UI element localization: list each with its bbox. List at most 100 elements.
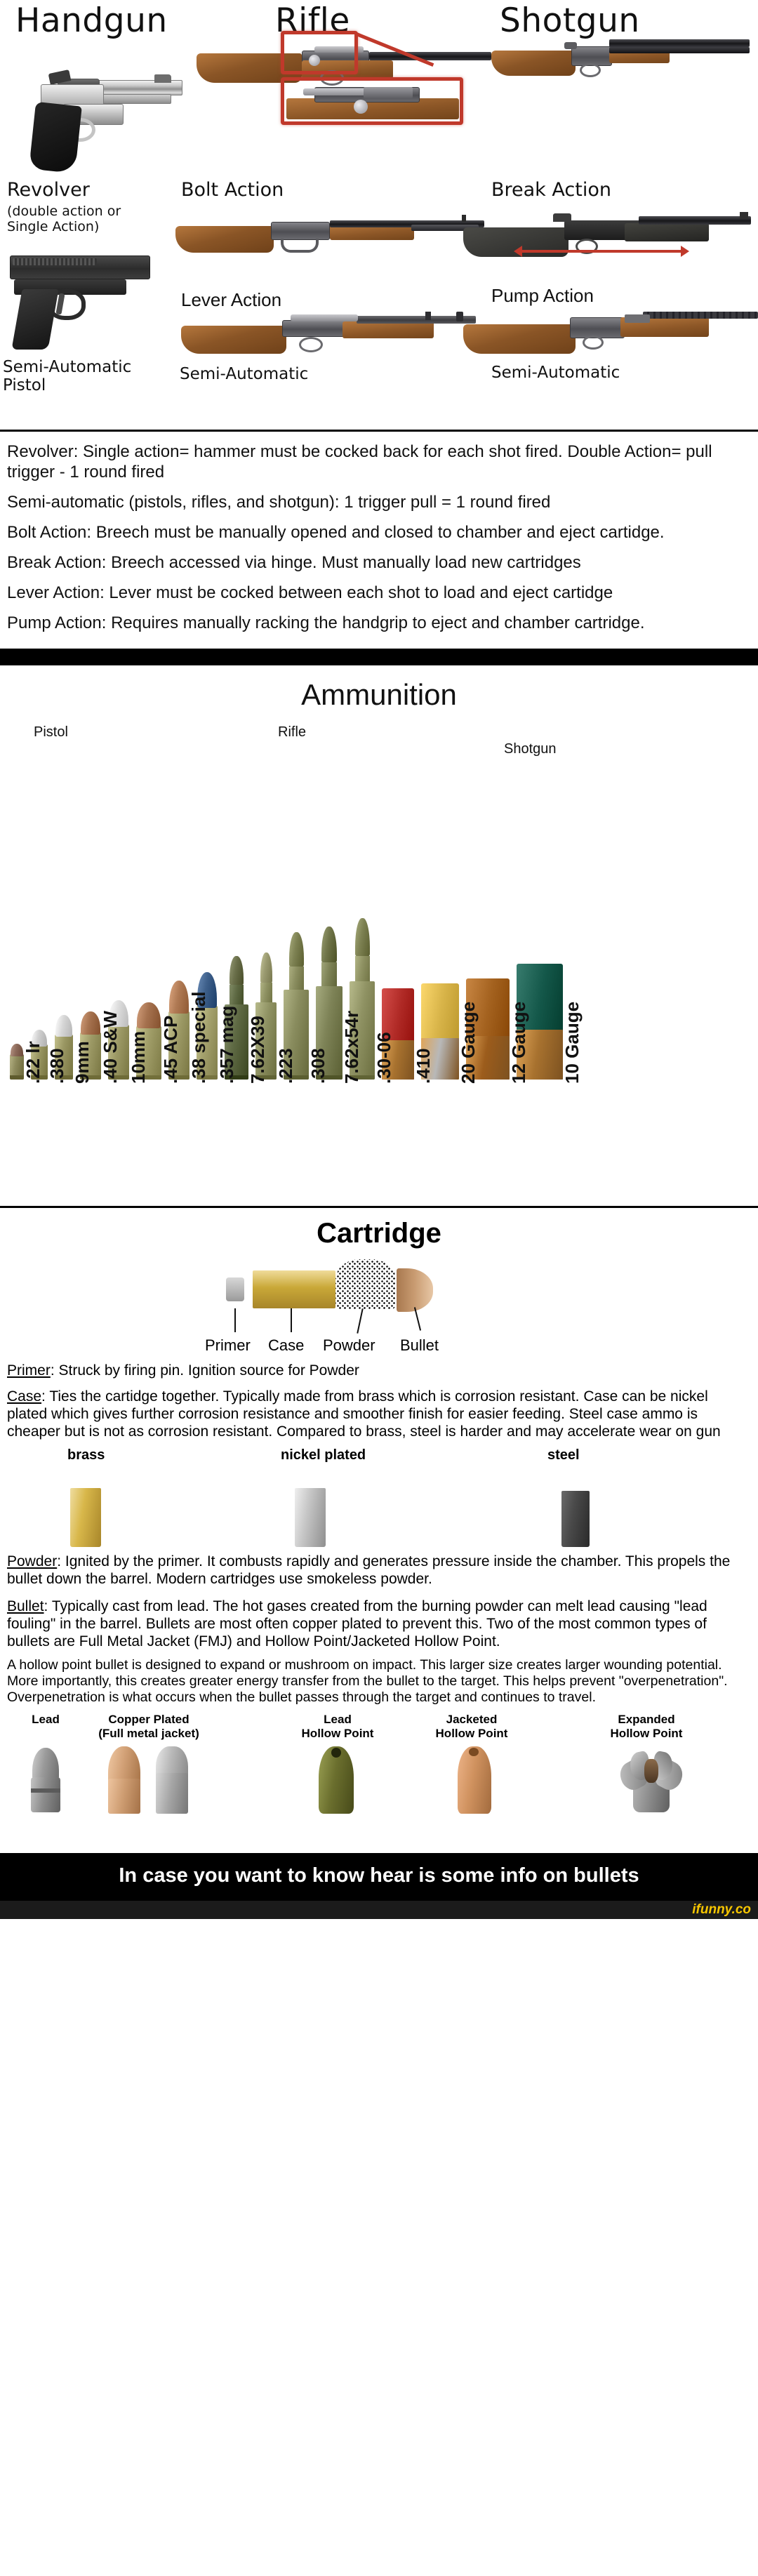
case-body xyxy=(197,1006,218,1080)
ifunny-watermark: ifunny.co xyxy=(692,1902,751,1917)
ammo-caliber-label: 12 Gauge xyxy=(508,1001,529,1084)
ammo-caliber-label: 9mm xyxy=(72,1041,93,1084)
ammunition-rounds xyxy=(0,757,758,1080)
case-rim xyxy=(225,1075,248,1080)
ammo-round xyxy=(108,1000,129,1080)
leader-powder xyxy=(357,1308,364,1334)
bullet-body: : Typically cast from lead. The hot gase… xyxy=(7,1598,707,1649)
bullet-tip xyxy=(260,952,272,983)
case-body xyxy=(316,986,343,1080)
bullet-tip xyxy=(109,1000,128,1027)
bullet-art-expanded-hollow-point xyxy=(615,1746,688,1814)
ammo-group-rifle: Rifle xyxy=(278,724,307,740)
label-pump-action: Pump Action xyxy=(491,285,594,306)
bullet-tip xyxy=(230,956,244,985)
case-rim xyxy=(316,1075,343,1080)
break-action-shotgun-illustration xyxy=(491,35,751,87)
cartridge-diagram: Primer Case Powder Bullet xyxy=(0,1254,758,1359)
ammo-round xyxy=(136,1002,161,1080)
ammo-round xyxy=(382,949,414,1080)
ammo-caliber-label: 7.62X39 xyxy=(247,1016,268,1084)
primer-paragraph: Primer: Struck by firing pin. Ignition s… xyxy=(7,1362,751,1379)
case-sample-label-brass: brass xyxy=(67,1447,105,1463)
case-sample-label-nickel: nickel plated xyxy=(281,1447,366,1463)
case-material-samples: brass nickel plated steel xyxy=(0,1447,758,1553)
case-shoulder xyxy=(230,985,244,1004)
bullet-term: Bullet xyxy=(7,1598,44,1614)
case-body xyxy=(168,1011,190,1080)
ammunition-section: Ammunition Pistol Rifle Shotgun .22 lr.3… xyxy=(0,665,758,1206)
bullet-art-jacketed-hollow-point xyxy=(455,1746,494,1814)
label-revolver: Revolver xyxy=(7,179,90,201)
hollow-point-paragraph: A hollow point bullet is designed to exp… xyxy=(7,1657,728,1705)
action-descriptions: Revolver: Single action= hammer must be … xyxy=(0,432,758,649)
cartridge-part-bullet: Bullet xyxy=(400,1336,439,1354)
case-rim xyxy=(55,1075,73,1080)
ammo-caliber-label: .410 xyxy=(413,1048,434,1084)
desc-pump-action: Pump Action: Requires manually racking t… xyxy=(7,613,645,632)
heading-shotgun: Shotgun xyxy=(500,1,640,40)
bullet-art-lead xyxy=(28,1748,63,1812)
case-body xyxy=(55,1035,73,1080)
case-shoulder xyxy=(321,962,337,986)
bullet-tip xyxy=(321,927,337,962)
ammo-round xyxy=(31,1029,48,1080)
ammo-caliber-label: 20 Gauge xyxy=(458,1001,479,1084)
case-shoulder xyxy=(260,983,272,1002)
case-sample-label-steel: steel xyxy=(547,1447,580,1463)
ammunition-title: Ammunition xyxy=(301,678,457,711)
bullet-art-lead-hollow-point xyxy=(316,1746,357,1814)
shotshell-brass-head xyxy=(466,1036,510,1080)
ammo-caliber-label: .223 xyxy=(275,1048,296,1084)
footer-caption: In case you want to know hear is some in… xyxy=(119,1864,639,1887)
ammo-round xyxy=(10,1043,24,1080)
ammo-round xyxy=(316,927,343,1080)
bullet-tip xyxy=(355,918,370,956)
desc-semi-automatic: Semi-automatic (pistols, rifles, and sho… xyxy=(7,493,551,512)
case-paragraph: Case: Ties the cartidge together. Typica… xyxy=(7,1388,751,1440)
ammo-caliber-label: 10mm xyxy=(128,1030,149,1084)
ammo-group-shotgun: Shotgun xyxy=(504,741,557,757)
bolt-callout-box xyxy=(281,31,358,74)
ammo-caliber-label: .45 ACP xyxy=(160,1015,181,1084)
bullet-tip xyxy=(197,972,217,1008)
bullet-art-copper-plated-alt xyxy=(153,1746,191,1814)
case-body xyxy=(108,1025,129,1080)
case-body xyxy=(80,1033,101,1080)
case-body xyxy=(10,1054,24,1080)
desc-revolver: Revolver: Single action= hammer must be … xyxy=(7,442,712,482)
ammo-round xyxy=(466,935,510,1080)
ammo-caliber-label: .38 special xyxy=(188,991,209,1084)
bullet-tip xyxy=(169,981,189,1014)
bullet-types-row: Lead Copper Plated (Full metal jacket) L… xyxy=(0,1713,758,1853)
case-rim xyxy=(168,1075,190,1080)
cartridge-case-art xyxy=(253,1270,335,1308)
firearm-types-section: Handgun Rifle Shotgun Revolver (double a… xyxy=(0,0,758,430)
case-rim xyxy=(350,1075,375,1080)
label-semi-auto-pistol: Semi-Automatic Pistol xyxy=(3,358,132,394)
cartridge-primer-art xyxy=(226,1277,244,1301)
bolt-action-rifle-illustration xyxy=(197,34,491,90)
label-semi-auto-rifle: Semi-Automatic xyxy=(180,365,309,383)
powder-body: : Ignited by the primer. It combusts rap… xyxy=(7,1553,731,1587)
shotshell-brass-head xyxy=(517,1030,563,1080)
ammo-caliber-label: .40 S&W xyxy=(100,1010,121,1084)
ammo-caliber-label: .30-06 xyxy=(373,1032,394,1084)
pump-motion-arrow xyxy=(514,246,689,257)
ammo-group-pistol: Pistol xyxy=(34,724,68,740)
infographic-page: Handgun Rifle Shotgun Revolver (double a… xyxy=(0,0,758,1919)
case-body xyxy=(31,1044,48,1080)
semi-auto-rifle-illustration xyxy=(181,310,476,364)
desc-bolt-action: Bolt Action: Breech must be manually ope… xyxy=(7,523,665,542)
primer-body: : Struck by firing pin. Ignition source … xyxy=(50,1362,359,1379)
pump-action-shotgun-illustration xyxy=(463,211,751,265)
bolt-closeup-illustration xyxy=(286,83,459,119)
bullet-tip xyxy=(32,1030,47,1047)
cartridge-part-primer: Primer xyxy=(205,1336,251,1354)
ammo-caliber-label: 10 Gauge xyxy=(561,1001,583,1084)
divider-top xyxy=(0,430,758,432)
case-sample-brass xyxy=(70,1488,101,1547)
leader-case xyxy=(291,1308,292,1332)
bullet-tip xyxy=(289,932,304,967)
